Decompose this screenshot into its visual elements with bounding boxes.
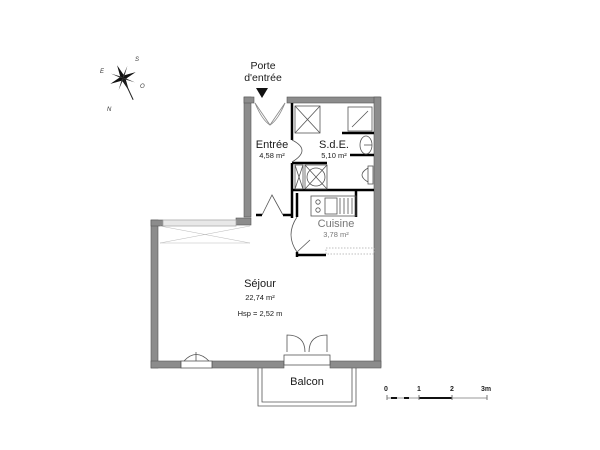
room-name: Entrée xyxy=(255,139,289,151)
room-name: Séjour xyxy=(244,278,276,290)
room-name: Balcon xyxy=(290,376,324,388)
entrance-arrow-icon xyxy=(256,88,268,98)
room-sejour: Séjour 22,74 m² Hsp = 2,52 m xyxy=(230,278,290,318)
compass-east-label: E xyxy=(100,69,105,75)
scale-tick-2: 2 xyxy=(450,386,454,393)
entrance-label: Porte d'entrée xyxy=(238,60,288,84)
compass-north-label: N xyxy=(107,107,112,113)
room-area: 22,74 m² xyxy=(245,293,275,302)
room-name: S.d.E. xyxy=(319,139,349,151)
room-area: 3,78 m² xyxy=(323,230,349,239)
room-ceiling-height: Hsp = 2,52 m xyxy=(237,309,283,318)
room-area: 5,10 m² xyxy=(321,151,347,160)
entrance-label-line2: d'entrée xyxy=(244,72,282,84)
room-area: 4,58 m² xyxy=(259,151,285,160)
compass-west-label: O xyxy=(140,84,145,90)
room-balcon: Balcon xyxy=(280,376,334,388)
scale-tick-0: 0 xyxy=(384,386,388,393)
compass-icon xyxy=(110,65,136,100)
scale-tick-3: 3m xyxy=(481,386,492,393)
compass-south-label: S xyxy=(135,57,140,63)
room-entree: Entrée 4,58 m² xyxy=(250,139,294,160)
room-sde: S.d.E. 5,10 m² xyxy=(312,139,356,160)
entrance-label-line1: Porte xyxy=(250,60,276,72)
scale-tick-1: 1 xyxy=(417,386,421,393)
room-name: Cuisine xyxy=(317,218,355,230)
scale-bar xyxy=(386,395,488,400)
room-cuisine: Cuisine 3,78 m² xyxy=(314,218,358,239)
